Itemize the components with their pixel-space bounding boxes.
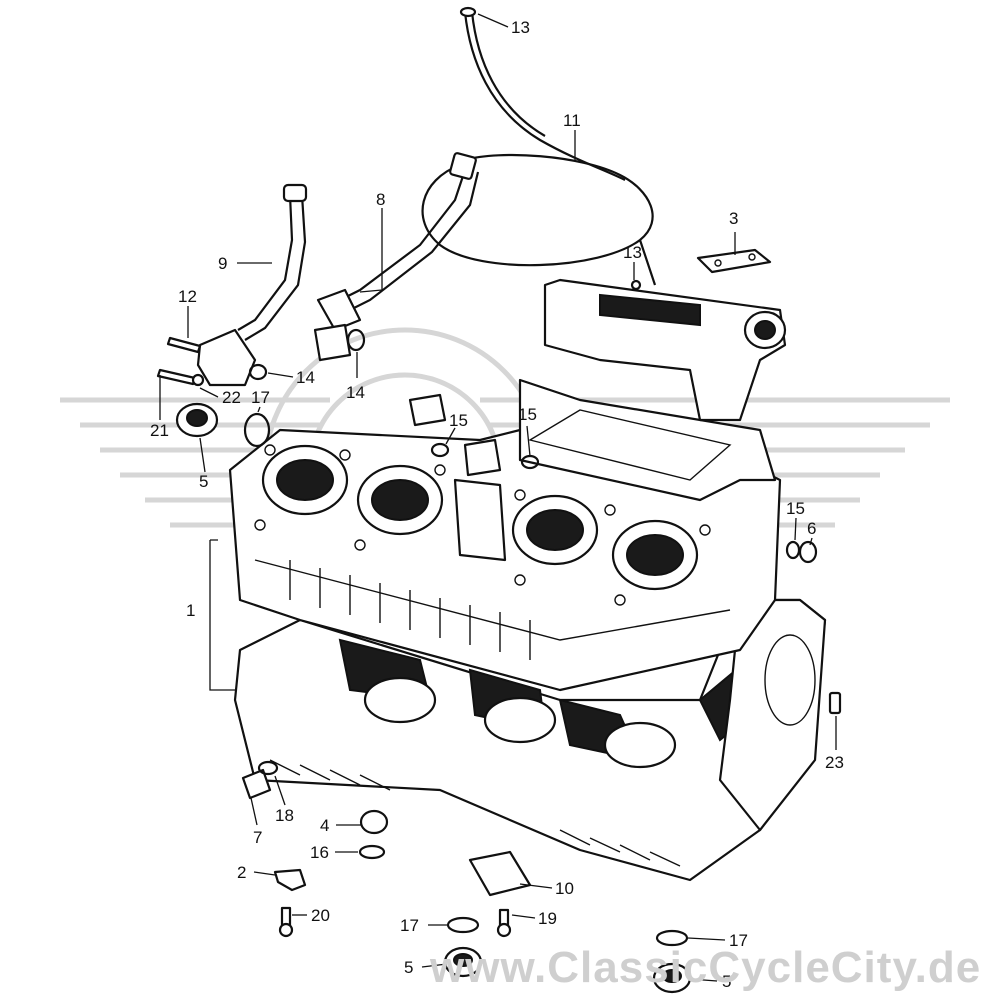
callout-1: 1 [186,601,195,620]
callout-15b: 15 [518,405,537,424]
callout-17a: 17 [251,388,270,407]
callout-11: 11 [563,111,581,130]
callout-9: 9 [218,254,227,273]
callout-12: 12 [178,287,197,306]
callout-14b: 14 [346,383,365,402]
callout-2: 2 [237,863,246,882]
callout-15c: 15 [786,499,805,518]
callout-18: 18 [275,806,294,825]
callout-23: 23 [825,753,844,772]
small-parts [156,248,842,994]
callout-3: 3 [729,209,738,228]
callout-13a: 13 [511,18,530,37]
callout-13b: 13 [623,243,642,262]
callout-22: 22 [222,388,241,407]
leader-lines [159,13,837,982]
callout-5a: 5 [199,472,208,491]
callout-6: 6 [807,519,816,538]
watermark-text: www.ClassicCycleCity.de [429,943,981,992]
callout-4: 4 [320,816,329,835]
callout-17b: 17 [400,916,419,935]
callout-labels: 1 2 3 4 5 5 5 6 7 8 9 10 11 12 13 13 14 … [150,18,844,991]
callout-16: 16 [310,843,329,862]
callout-14a: 14 [296,368,315,387]
callout-19: 19 [538,909,557,928]
callout-17c: 17 [729,931,748,950]
breather-hoses [196,6,657,387]
callout-15a: 15 [449,411,468,430]
callout-7: 7 [253,828,262,847]
callout-5b: 5 [404,958,413,977]
callout-8: 8 [376,190,385,209]
callout-10: 10 [555,879,574,898]
callout-21: 21 [150,421,169,440]
crankcase-assembly [228,278,827,882]
callout-5c: 5 [722,972,731,991]
callout-20: 20 [311,906,330,925]
